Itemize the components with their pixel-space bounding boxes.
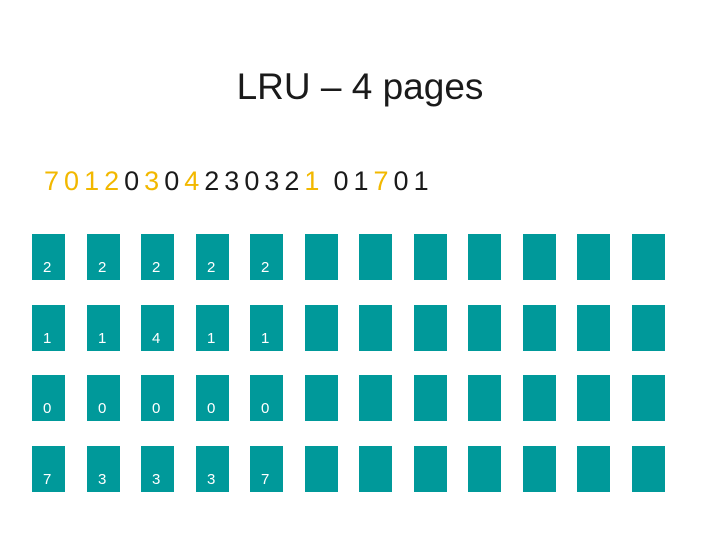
frame-cell [577, 305, 610, 351]
frame-cell [359, 375, 392, 421]
frame-cell: 4 [141, 305, 174, 351]
frame-cell [632, 375, 665, 421]
frame-cell: 3 [196, 446, 229, 492]
frame-value: 0 [43, 400, 52, 417]
frame-value: 3 [207, 471, 216, 488]
frame-value: 0 [98, 400, 107, 417]
frame-cell: 1 [87, 305, 120, 351]
frame-cell: 2 [250, 234, 283, 280]
frame-cell [305, 305, 338, 351]
frame-cell: 3 [87, 446, 120, 492]
frame-cell: 1 [196, 305, 229, 351]
frame-value: 2 [152, 259, 161, 276]
frame-value: 4 [152, 330, 161, 347]
reference-item: 0 [164, 166, 180, 196]
frame-cell [359, 234, 392, 280]
frame-cell [523, 446, 556, 492]
frame-value: 1 [261, 330, 270, 347]
frame-cell: 2 [87, 234, 120, 280]
reference-item: 0 [124, 166, 140, 196]
frame-cell: 2 [196, 234, 229, 280]
frame-cell [468, 446, 501, 492]
frame-value: 3 [98, 471, 107, 488]
frame-cell [632, 305, 665, 351]
reference-item: 1 [84, 166, 100, 196]
frame-cell [577, 234, 610, 280]
frame-value: 7 [261, 471, 270, 488]
reference-item: 1 [413, 166, 429, 196]
frame-value: 2 [98, 259, 107, 276]
frame-cell [414, 305, 447, 351]
frame-value: 2 [261, 259, 270, 276]
slide-title: LRU – 4 pages [236, 66, 484, 107]
frame-cell [305, 234, 338, 280]
frame-cell [468, 305, 501, 351]
frame-cell [468, 375, 501, 421]
frame-value: 0 [152, 400, 161, 417]
frame-cell: 2 [141, 234, 174, 280]
reference-item: 0 [64, 166, 80, 196]
frame-cell [414, 446, 447, 492]
reference-item: 7 [373, 166, 389, 196]
frame-cell: 1 [250, 305, 283, 351]
reference-item: 0 [333, 166, 349, 196]
frame-cell [632, 446, 665, 492]
reference-item: 1 [353, 166, 369, 196]
reference-item: 3 [144, 166, 160, 196]
frame-cell [305, 375, 338, 421]
frame-cell [305, 446, 338, 492]
frame-cell: 2 [32, 234, 65, 280]
reference-item: 0 [244, 166, 260, 196]
reference-item: 3 [224, 166, 240, 196]
reference-item: 2 [284, 166, 300, 196]
reference-item: 1 [304, 166, 320, 196]
frame-cell: 0 [250, 375, 283, 421]
reference-item: 2 [204, 166, 220, 196]
frame-value: 0 [261, 400, 270, 417]
frame-cell [632, 234, 665, 280]
frame-value: 1 [207, 330, 216, 347]
frame-cell: 0 [196, 375, 229, 421]
frame-cell: 1 [32, 305, 65, 351]
frame-cell: 0 [32, 375, 65, 421]
frame-cell [523, 234, 556, 280]
frame-value: 1 [43, 330, 52, 347]
frame-cell [577, 375, 610, 421]
reference-item: 4 [184, 166, 200, 196]
frame-value: 1 [98, 330, 107, 347]
frame-cell [523, 305, 556, 351]
frame-cell: 3 [141, 446, 174, 492]
reference-item: 3 [264, 166, 280, 196]
frame-value: 2 [207, 259, 216, 276]
frame-cell [577, 446, 610, 492]
frame-cell: 0 [141, 375, 174, 421]
frame-cell [359, 446, 392, 492]
frame-cell: 0 [87, 375, 120, 421]
frame-cell [523, 375, 556, 421]
reference-item: 0 [393, 166, 409, 196]
frame-cell [414, 375, 447, 421]
reference-item: 2 [104, 166, 120, 196]
reference-item: 7 [44, 166, 60, 196]
frame-value: 3 [152, 471, 161, 488]
frame-value: 2 [43, 259, 52, 276]
frame-value: 0 [207, 400, 216, 417]
frame-cell [468, 234, 501, 280]
frame-cell [359, 305, 392, 351]
frame-value: 7 [43, 471, 52, 488]
frame-cell [414, 234, 447, 280]
frame-cell: 7 [32, 446, 65, 492]
frame-cell: 7 [250, 446, 283, 492]
